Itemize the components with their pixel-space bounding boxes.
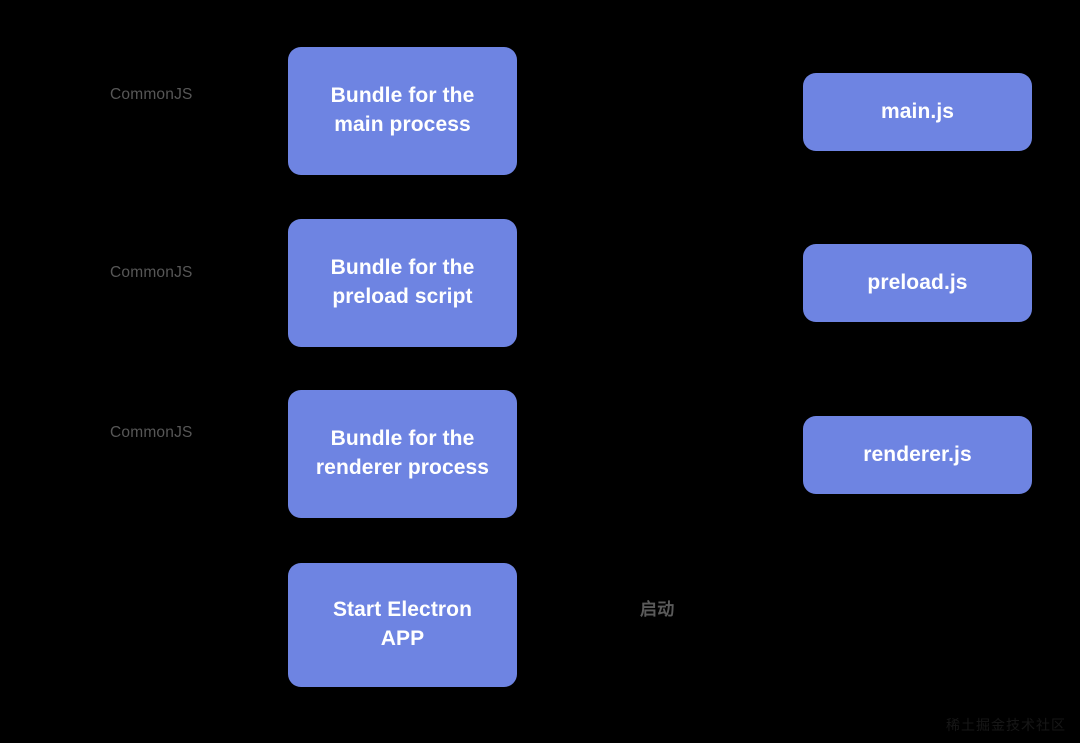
annotation-commonjs: CommonJS [110, 86, 193, 103]
output-file-node[interactable]: main.js [803, 73, 1032, 151]
bundle-node-label: Bundle for the preload script [330, 256, 475, 308]
bundle-node[interactable]: Start Electron APP [288, 563, 517, 687]
output-file-node[interactable]: preload.js [803, 244, 1032, 322]
output-file-node-label: preload.js [867, 270, 968, 294]
annotation-commonjs: CommonJS [110, 264, 193, 281]
watermark: 稀土掘金技术社区 [946, 717, 1066, 733]
output-file-node-label: main.js [880, 99, 955, 123]
annotation-commonjs: CommonJS [110, 424, 193, 441]
bundle-node[interactable]: Bundle for the main process [288, 47, 517, 175]
bundle-node[interactable]: Bundle for the renderer process [288, 390, 517, 518]
output-file-node-label: renderer.js [863, 442, 972, 466]
bundle-node-label: Bundle for the main process [330, 84, 475, 136]
bundle-node[interactable]: Bundle for the preload script [288, 219, 517, 347]
bundle-node-label: Bundle for the renderer process [315, 427, 490, 479]
annotation-launch: 启动 [640, 600, 675, 619]
output-file-node[interactable]: renderer.js [803, 416, 1032, 494]
bundle-node-label: Start Electron APP [332, 598, 473, 650]
